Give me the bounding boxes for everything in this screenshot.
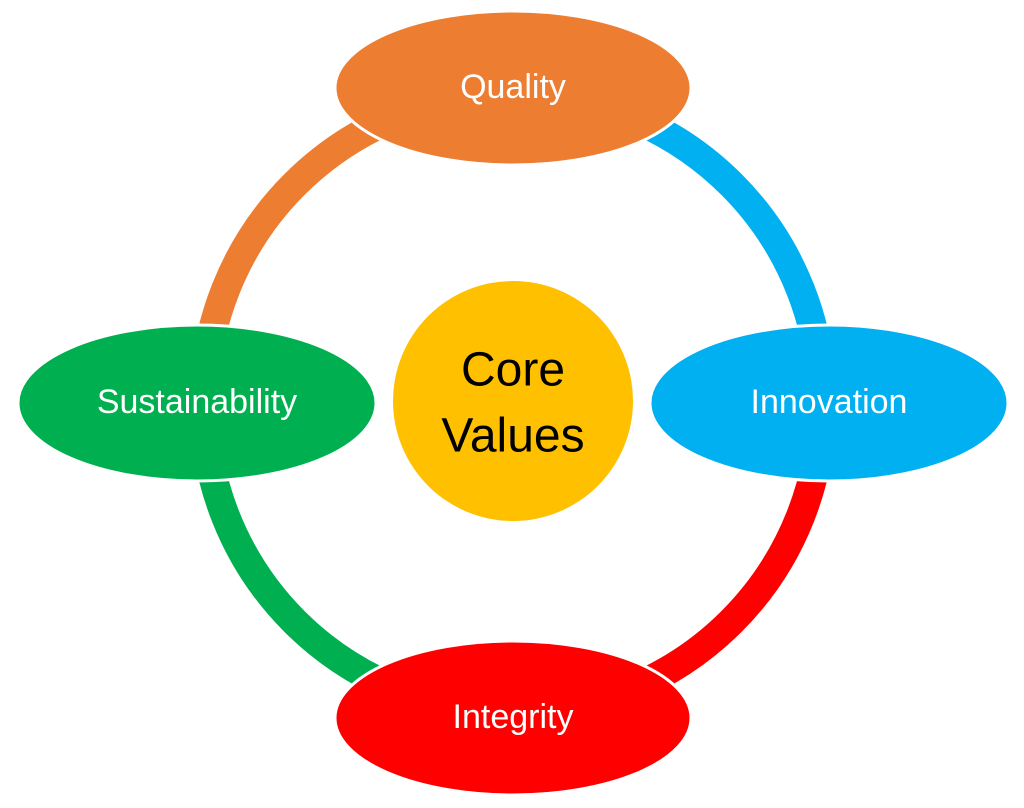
node-integrity-label: Integrity (453, 698, 574, 736)
node-sustainability-label: Sustainability (97, 383, 297, 421)
core-values-hub: Core Values (393, 281, 633, 521)
node-integrity: Integrity (333, 639, 693, 797)
node-sustainability: Sustainability (16, 323, 378, 483)
node-innovation-label: Innovation (751, 383, 908, 421)
core-values-line1: Core (461, 344, 565, 397)
node-quality-label: Quality (460, 68, 566, 106)
node-quality: Quality (333, 9, 693, 167)
node-innovation: Innovation (648, 323, 1010, 483)
core-values-line2: Values (441, 410, 584, 463)
